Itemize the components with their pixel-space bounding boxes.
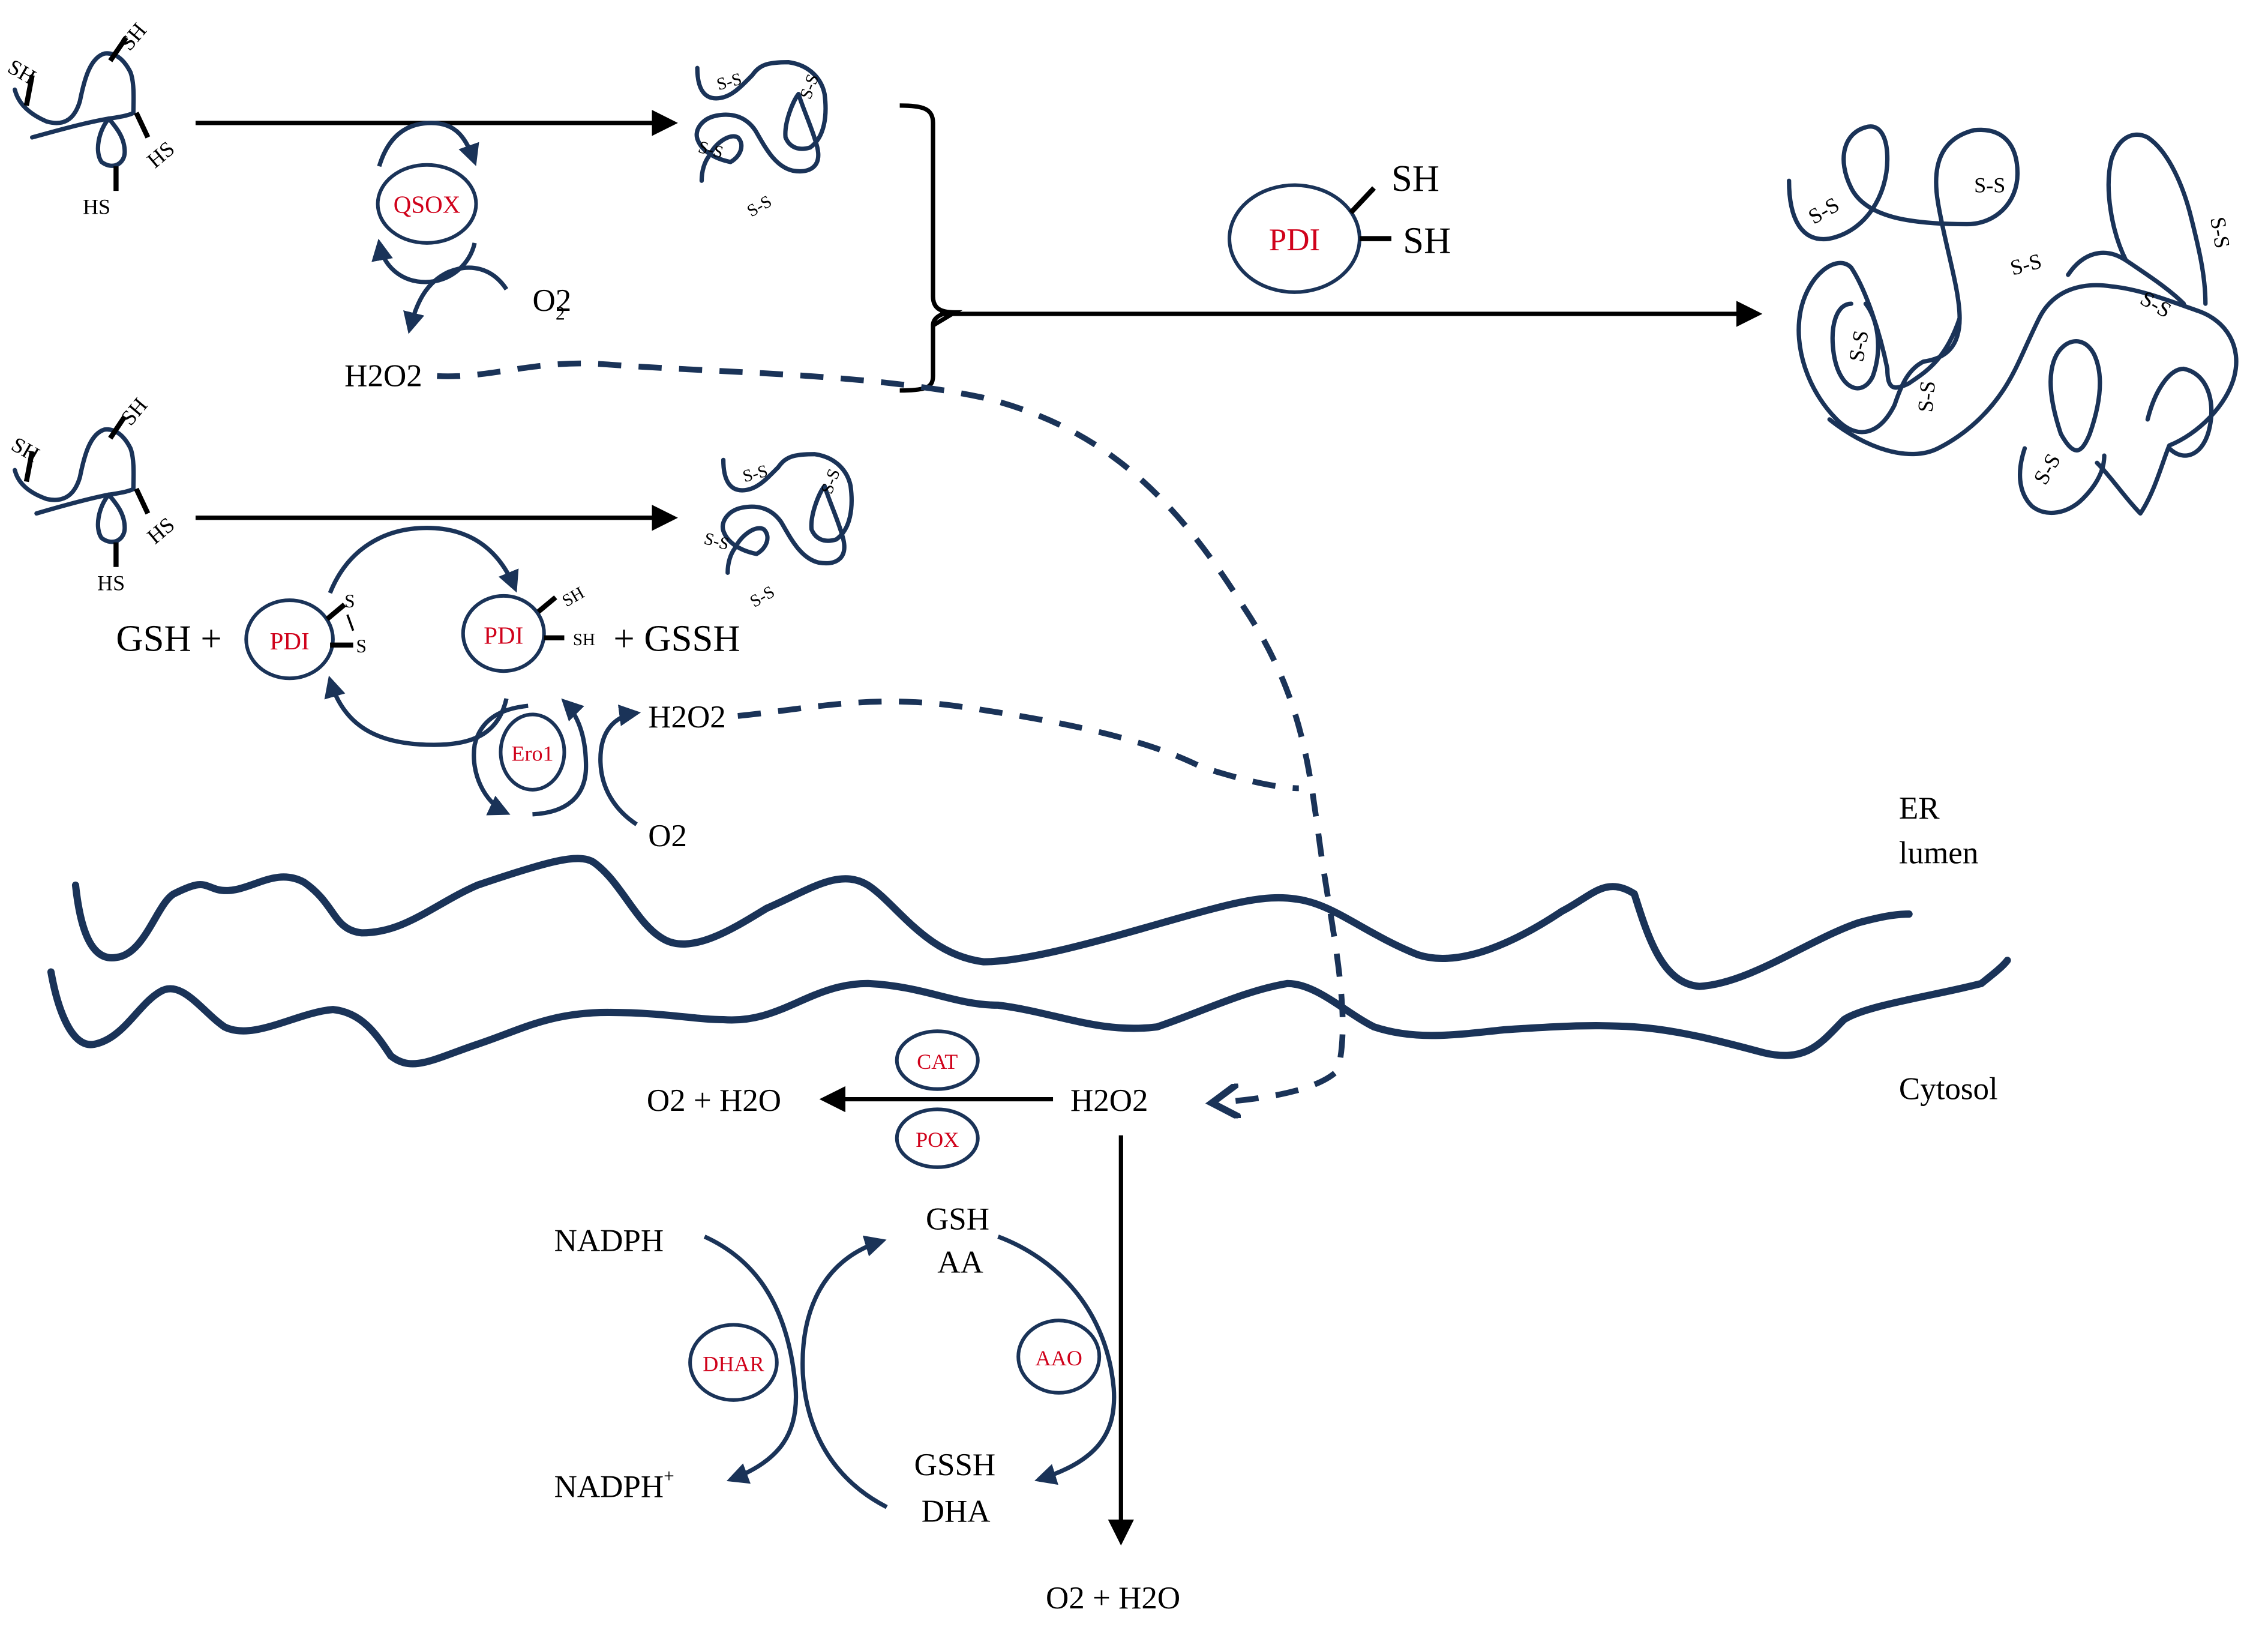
unfolded-protein-top: SH SH HS HS	[4, 19, 179, 219]
cytosol-label: Cytosol	[1899, 1072, 1998, 1107]
er-membrane-inner	[71, 855, 1913, 990]
thiol-label: SH	[573, 630, 595, 649]
gssh-label: GSSH	[914, 1448, 996, 1482]
partially-folded-protein-top: S-S S-S S-S S-S	[694, 60, 828, 221]
h2o2-diffusion-path-top	[437, 360, 1346, 1102]
nadph-plus-label: NADPH+	[554, 1466, 674, 1504]
qsox-label: QSOX	[394, 190, 461, 218]
qsox-enzyme	[376, 163, 478, 245]
aao-label: AAO	[1036, 1346, 1082, 1370]
pox-label: POX	[916, 1128, 959, 1152]
disulfide-label: S-S	[2008, 248, 2044, 280]
disulfide-label: S-S	[1844, 328, 1873, 363]
er-membrane-outer	[47, 957, 2011, 1068]
merge-bracket	[899, 103, 963, 393]
partially-folded-protein-middle: S-S S-S S-S S-S	[702, 452, 854, 612]
thiol-label: SH	[559, 583, 587, 611]
native-folded-protein: S-S S-S S-S S-S S-S S-S S-S S-S	[1787, 124, 2239, 516]
h2o2-label-qsox: H2O2	[344, 358, 422, 393]
o2-h2o-left: O2 + H2O	[647, 1083, 781, 1118]
thiol-label: SH	[7, 432, 43, 467]
thiol-label: HS	[97, 571, 125, 595]
disulfide-label: S-S	[740, 462, 770, 487]
disulfide-label: S-S	[715, 69, 744, 94]
disulfide-label: S-S	[2029, 450, 2065, 489]
disulfide-label: S-S	[702, 529, 731, 554]
pox-enzyme	[895, 1107, 980, 1169]
thiol-label: HS	[143, 136, 179, 172]
thiol-label: SH	[1403, 220, 1451, 262]
thiol-label: SH	[4, 55, 40, 89]
gssh-label: + GSSH	[613, 617, 740, 659]
aa-label: AA	[937, 1245, 983, 1280]
ero1-label: Ero1	[511, 742, 553, 766]
o2-label: O2	[532, 283, 571, 318]
thiol-label: HS	[83, 195, 110, 219]
h2o2-label-ero1: H2O2	[648, 700, 726, 735]
gsh-label: GSH	[926, 1201, 989, 1236]
disulfide-label: S-S	[2206, 215, 2234, 250]
lumen-label: lumen	[1899, 836, 1978, 871]
disulfide-label: S-S	[1913, 380, 1940, 414]
disulfide-label: S-S	[744, 191, 775, 221]
disulfide-label: S-S	[1974, 173, 2005, 197]
dhar-label: DHAR	[703, 1352, 764, 1376]
cat-enzyme	[895, 1029, 980, 1091]
cat-label: CAT	[917, 1050, 958, 1074]
unfolded-protein-middle: SH SH HS HS	[7, 393, 179, 595]
subscript: 2	[556, 303, 565, 324]
h2o2-diffusion-path-ero1	[737, 699, 1299, 792]
o2-h2o-bottom: O2 + H2O	[1046, 1581, 1180, 1616]
gsh-label: GSH +	[116, 617, 221, 659]
sulfur-label: S	[356, 636, 366, 657]
sulfur-label: S	[344, 591, 355, 612]
h2o2-cytosol-label: H2O2	[1070, 1083, 1148, 1118]
pdi-oxidized	[244, 598, 335, 681]
pdi-label: PDI	[484, 621, 523, 649]
dha-label: DHA	[922, 1494, 991, 1529]
ero1-enzyme	[499, 712, 566, 792]
disulfide-label: S-S	[747, 582, 778, 612]
thiol-label: HS	[143, 513, 179, 549]
qsox-cycle: QSOX O2 2 H2O2	[344, 121, 571, 393]
disulfide-label: S-S	[1804, 193, 1843, 229]
ero1-cycle: Ero1 O2 H2O2	[472, 698, 726, 853]
pdi-reduced	[461, 594, 546, 673]
thiol-label: SH	[1391, 157, 1439, 199]
pdi-isomerase: PDI SH SH	[1228, 157, 1451, 294]
cytosol-detox: CAT POX O2 + H2O H2O2 O2 + H2O	[647, 1029, 1180, 1616]
aao-enzyme	[1016, 1319, 1102, 1395]
ascorbate-glutathione-cycle: NADPH NADPH+ GSH AA GSSH DHA DHAR AAO	[554, 1201, 1117, 1529]
dhar-enzyme	[688, 1323, 779, 1402]
er-label: ER	[1899, 791, 1940, 826]
pdi-label: PDI	[1269, 223, 1320, 257]
nadph-label: NADPH	[554, 1224, 664, 1259]
pdi-label: PDI	[270, 627, 310, 655]
o2-label: O2	[648, 819, 687, 853]
pdi-redox-cycle: GSH + PDI S S PDI SH SH + GSSH	[116, 526, 740, 747]
